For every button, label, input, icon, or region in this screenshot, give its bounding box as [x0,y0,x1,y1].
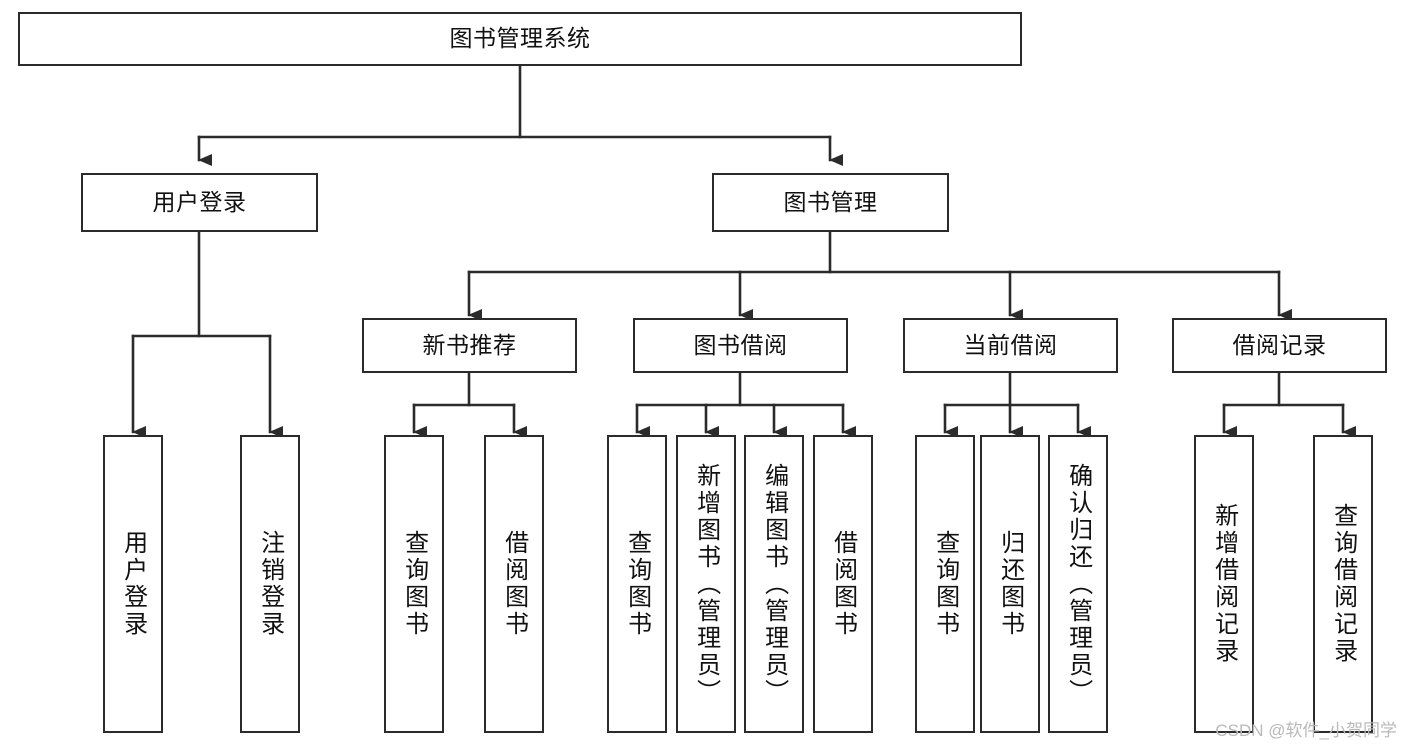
node-leaf-logout-label: 注销登录 [256,530,284,638]
node-leaf-logout[interactable]: 注销登录 [240,435,300,733]
node-leaf-query-book-1[interactable]: 查询图书 [384,435,444,733]
node-leaf-borrow-book-2[interactable]: 借阅图书 [813,435,873,733]
node-borrow-record-label: 借阅记录 [1232,331,1327,358]
node-leaf-user-login-label: 用户登录 [119,530,147,638]
node-leaf-user-login[interactable]: 用户登录 [103,435,163,733]
node-root-label: 图书管理系统 [449,25,591,52]
node-leaf-edit-book-label: 编辑图书（管理员） [760,462,788,706]
node-book-manage-label: 图书管理 [783,188,878,215]
node-leaf-add-book[interactable]: 新增图书（管理员） [676,435,736,733]
node-leaf-edit-book[interactable]: 编辑图书（管理员） [744,435,804,733]
node-root[interactable]: 图书管理系统 [18,12,1022,66]
node-leaf-query-record[interactable]: 查询借阅记录 [1313,435,1373,733]
node-book-manage[interactable]: 图书管理 [712,173,949,232]
node-leaf-add-record[interactable]: 新增借阅记录 [1194,435,1254,733]
node-leaf-return-book-label: 归还图书 [996,530,1024,638]
node-leaf-query-record-label: 查询借阅记录 [1329,503,1357,665]
node-leaf-query-book-1-label: 查询图书 [400,530,428,638]
node-borrow-record[interactable]: 借阅记录 [1172,318,1387,373]
node-leaf-query-book-2-label: 查询图书 [623,530,651,638]
node-leaf-query-book-2[interactable]: 查询图书 [607,435,667,733]
node-leaf-return-book[interactable]: 归还图书 [980,435,1040,733]
node-leaf-borrow-book-2-label: 借阅图书 [829,530,857,638]
node-book-borrow-label: 图书借阅 [693,331,788,358]
node-leaf-query-book-3-label: 查询图书 [931,530,959,638]
node-current-borrow[interactable]: 当前借阅 [903,318,1118,373]
node-leaf-add-book-label: 新增图书（管理员） [692,462,720,706]
node-current-borrow-label: 当前借阅 [963,331,1058,358]
node-leaf-confirm-return[interactable]: 确认归还（管理员） [1048,435,1108,733]
node-leaf-confirm-return-label: 确认归还（管理员） [1064,462,1092,706]
node-leaf-query-book-3[interactable]: 查询图书 [915,435,975,733]
node-new-book-rec-label: 新书推荐 [422,331,517,358]
node-leaf-borrow-book-1[interactable]: 借阅图书 [484,435,544,733]
node-book-borrow[interactable]: 图书借阅 [633,318,848,373]
node-user-login-label: 用户登录 [152,188,247,215]
node-leaf-add-record-label: 新增借阅记录 [1210,503,1238,665]
node-user-login[interactable]: 用户登录 [81,173,318,232]
node-leaf-borrow-book-1-label: 借阅图书 [500,530,528,638]
node-new-book-rec[interactable]: 新书推荐 [362,318,577,373]
